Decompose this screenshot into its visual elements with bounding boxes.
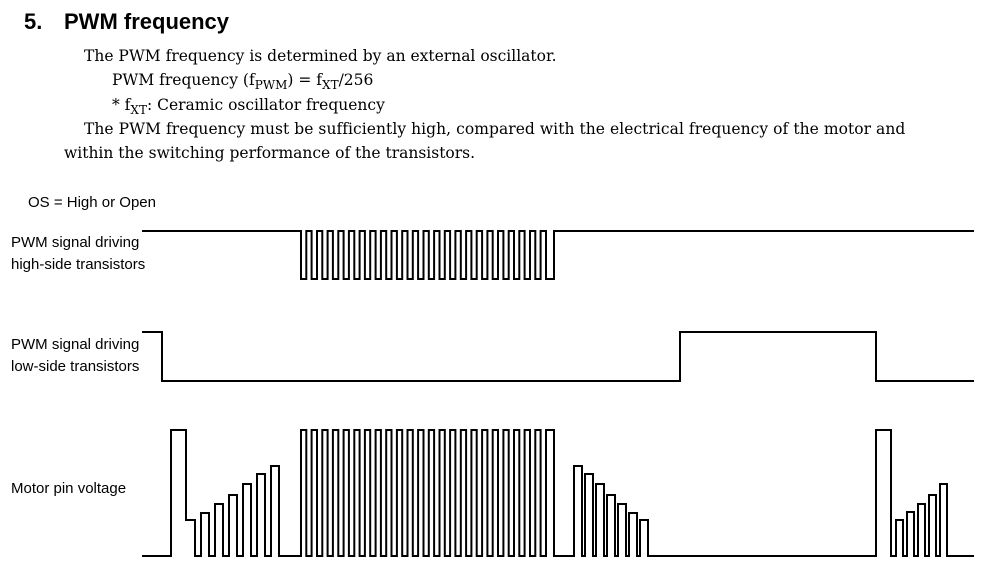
motor-pin-waveform	[142, 429, 974, 557]
requirement-text-line2: within the switching performance of the …	[64, 144, 476, 162]
section-number: 5.	[24, 9, 43, 34]
low-side-label-line1: PWM signal driving	[11, 336, 140, 353]
note-suffix: : Ceramic oscillator frequency	[146, 96, 385, 114]
diagram-condition: OS = High or Open	[28, 194, 156, 211]
formula-line: PWM frequency (fPWM) = fXT/256	[112, 70, 374, 92]
motor-pin-label: Motor pin voltage	[11, 480, 127, 497]
low-side-label-line2: low-side transistors	[11, 358, 140, 375]
formula-middle: ) = f	[287, 71, 323, 89]
footnote-line: * fXT: Ceramic oscillator frequency	[112, 95, 385, 117]
section-heading: 5. PWM frequency	[24, 9, 229, 35]
requirement-text-line1: The PWM frequency must be sufficiently h…	[84, 120, 906, 138]
formula-subscript-pwm: PWM	[254, 78, 288, 92]
formula-subscript-xt: XT	[322, 78, 339, 92]
note-subscript: XT	[130, 103, 147, 117]
formula-prefix: PWM frequency (f	[112, 71, 255, 89]
section-title: PWM frequency	[64, 9, 230, 34]
note-prefix: * f	[112, 96, 131, 114]
high-side-label-line2: high-side transistors	[11, 256, 146, 273]
intro-text: The PWM frequency is determined by an ex…	[84, 47, 557, 65]
formula-suffix: /256	[338, 71, 374, 89]
high-side-waveform	[142, 230, 974, 280]
low-side-waveform	[142, 331, 974, 382]
high-side-label-line1: PWM signal driving	[11, 234, 140, 251]
